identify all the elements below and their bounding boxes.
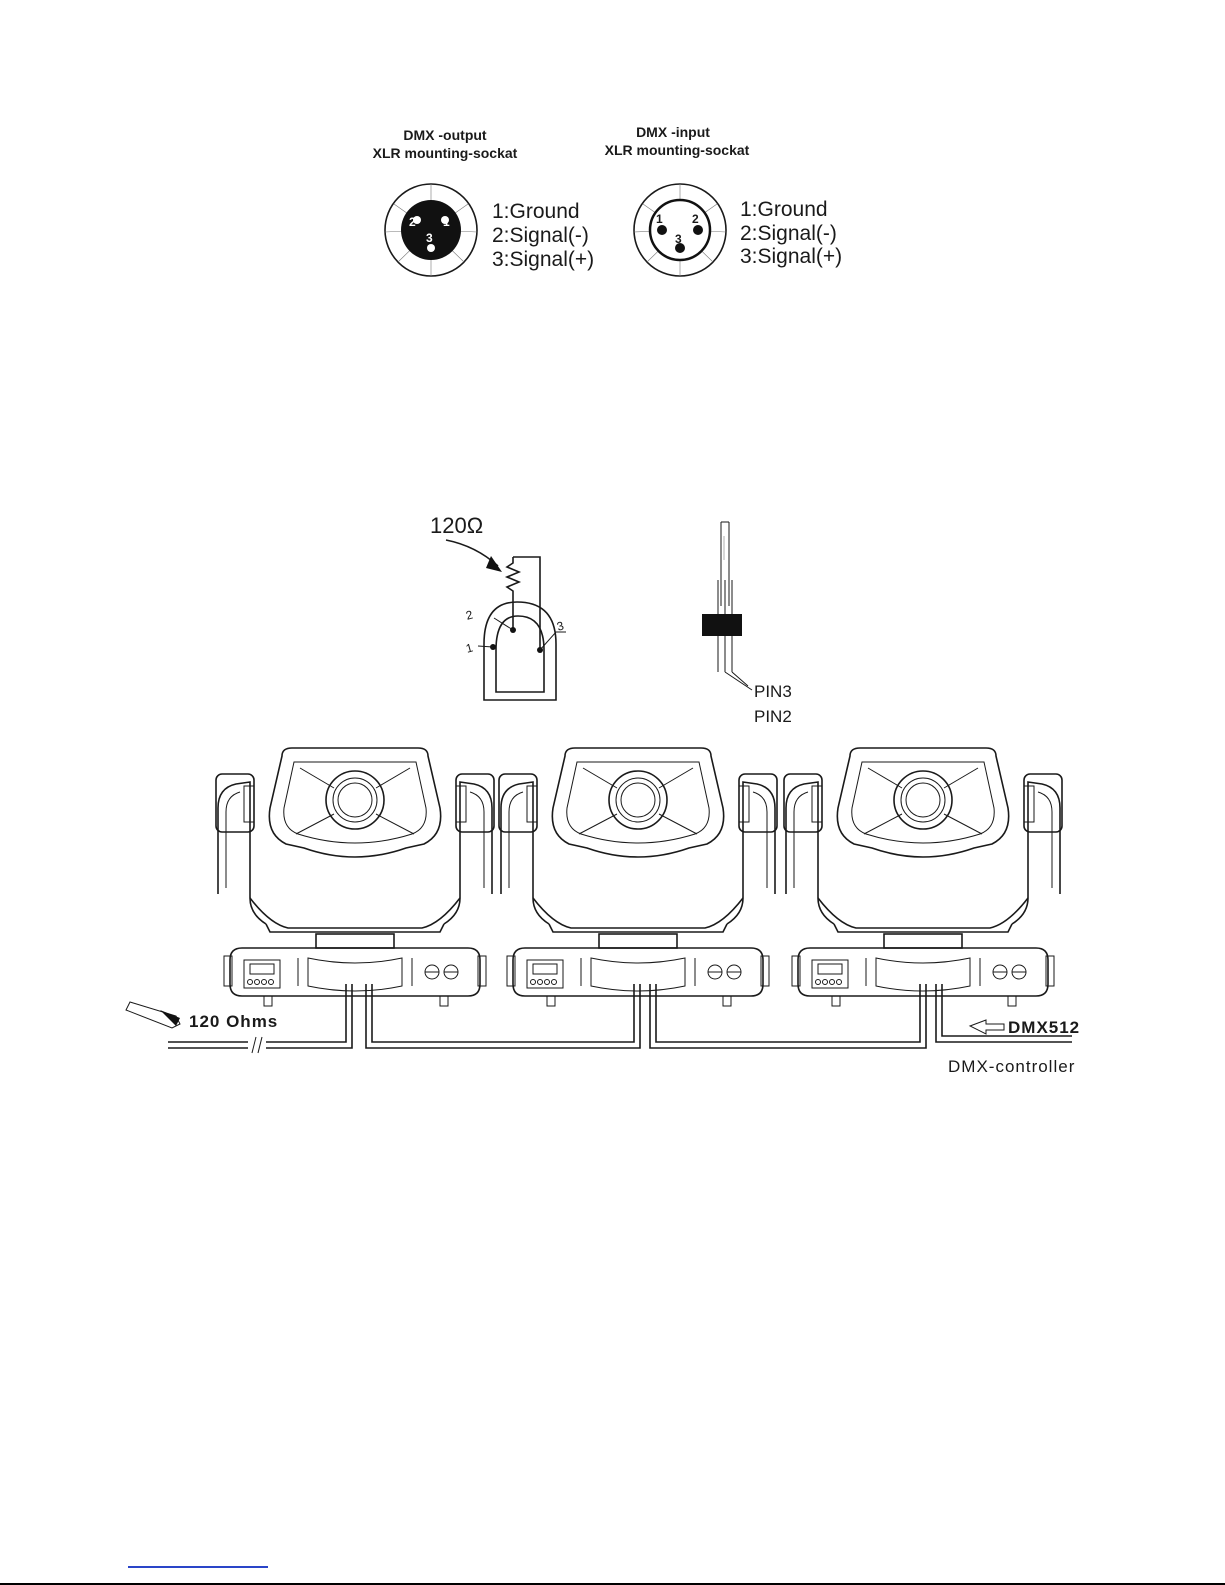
terminator-icon	[126, 1002, 180, 1028]
terminator-label: 120 Ohms	[189, 1012, 278, 1031]
pin3-label: PIN3	[754, 682, 792, 701]
heat-shrink	[702, 614, 742, 636]
output-face-3: 3	[426, 231, 433, 245]
moving-head-fixture	[784, 748, 1062, 1006]
controller-label: DMX-controller	[948, 1057, 1075, 1076]
pin2-label: PIN2	[754, 707, 792, 726]
input-face-3: 3	[675, 232, 682, 246]
output-title: DMX -output	[403, 127, 487, 143]
terminator-plug: 120Ω 2 1 3	[430, 513, 566, 700]
output-subtitle: XLR mounting-sockat	[373, 145, 518, 161]
plug-pin-2: 2	[464, 607, 474, 622]
input-title: DMX -input	[636, 124, 710, 140]
cable-end: PIN3 PIN2	[702, 522, 792, 726]
output-pin2: 2:Signal(-)	[492, 224, 589, 247]
xlr-input-socket: DMX -input XLR mounting-sockat 1 2 3 1:G…	[605, 124, 842, 276]
output-pin3: 3:Signal(+)	[492, 248, 594, 271]
dmx-cable-chain	[168, 984, 1072, 1053]
output-pin1: 1:Ground	[492, 200, 580, 223]
dmx-in-arrow-icon	[970, 1020, 1004, 1034]
moving-head-fixture	[499, 748, 777, 1006]
xlr-output-socket: DMX -output XLR mounting-sockat 2 1 3 1:…	[373, 127, 594, 276]
footer-link-underline	[128, 1566, 268, 1568]
input-face-2: 2	[692, 212, 699, 226]
resistor-label: 120Ω	[430, 513, 483, 538]
plug-inner	[496, 616, 544, 692]
output-face-2: 2	[409, 215, 416, 229]
input-face-1: 1	[656, 212, 663, 226]
plug-pin-1: 1	[464, 640, 474, 655]
output-face-1: 1	[443, 215, 450, 229]
dmx512-label: DMX512	[1008, 1018, 1080, 1037]
input-pin3: 3:Signal(+)	[740, 245, 842, 268]
input-pin1: 1:Ground	[740, 198, 828, 221]
plug-pin-3: 3	[555, 618, 565, 633]
input-pin2: 2:Signal(-)	[740, 222, 837, 245]
input-subtitle: XLR mounting-sockat	[605, 142, 750, 158]
moving-head-fixture	[216, 748, 494, 1006]
